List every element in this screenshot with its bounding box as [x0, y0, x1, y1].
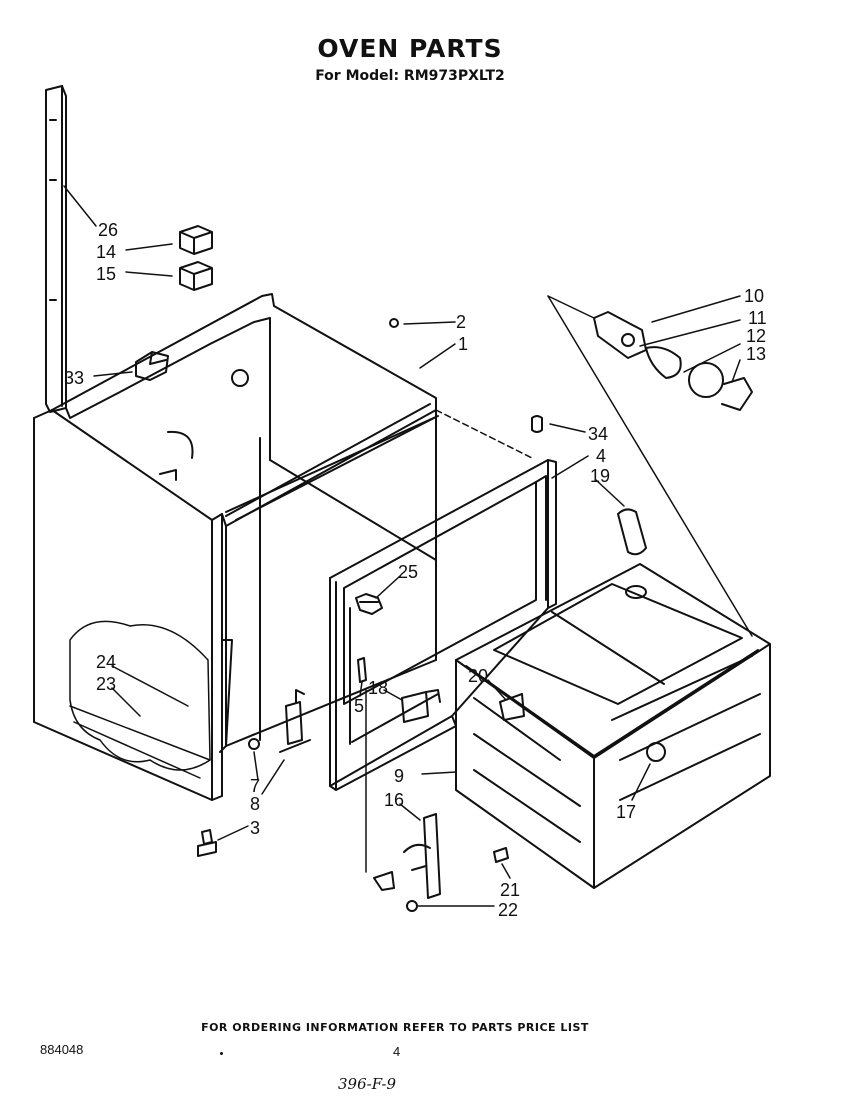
- callout-17: 17: [616, 802, 636, 822]
- callout-12: 12: [746, 326, 766, 346]
- handwritten-code: 396-F-9: [338, 1075, 397, 1093]
- callout-16: 16: [384, 790, 404, 810]
- callout-20: 20: [468, 666, 488, 686]
- document-number: 884048: [40, 1042, 84, 1057]
- rail-part-26: [45, 85, 67, 413]
- screw-part-21: [493, 847, 509, 863]
- screw-part-2: [389, 318, 399, 328]
- callout-14: 14: [96, 242, 116, 262]
- callout-34: 34: [588, 424, 608, 444]
- callout-19: 19: [590, 466, 610, 486]
- callout-labels: 26 14 15 33 10 11 12 13 2 1 34 4 19 25 2…: [64, 220, 767, 920]
- callout-11: 11: [748, 308, 767, 328]
- screw-part-3: [197, 829, 217, 857]
- callout-9: 9: [394, 766, 404, 786]
- block-part-15: [179, 261, 213, 291]
- oven-liner: [455, 563, 771, 889]
- callout-22: 22: [498, 900, 518, 920]
- callout-25: 25: [398, 562, 418, 582]
- callout-10: 10: [744, 286, 764, 306]
- model-subtitle: For Model: RM973PXLT2: [315, 68, 505, 84]
- callout-13: 13: [746, 344, 766, 364]
- leader-lines: [63, 185, 753, 907]
- light-assembly: [593, 311, 753, 411]
- dot-mark: [220, 1052, 223, 1055]
- callout-21: 21: [500, 880, 520, 900]
- nut-part-7: [248, 738, 260, 750]
- callout-23: 23: [96, 674, 116, 694]
- cap-part-34: [531, 415, 543, 433]
- ordering-info-note: FOR ORDERING INFORMATION REFER TO PARTS …: [201, 1021, 589, 1034]
- callout-1: 1: [458, 334, 468, 354]
- callout-3: 3: [250, 818, 260, 838]
- block-part-14: [179, 225, 213, 255]
- page-title: OVEN PARTS: [317, 34, 503, 63]
- callout-2: 2: [456, 312, 466, 332]
- pin-part-5: [357, 657, 367, 683]
- callout-5: 5: [354, 696, 364, 716]
- callout-15: 15: [96, 264, 116, 284]
- bracket-part-18: [401, 689, 441, 723]
- callout-26: 26: [98, 220, 118, 240]
- callout-18: 18: [368, 678, 388, 698]
- hinge-part-16: [373, 813, 441, 899]
- callout-24: 24: [96, 652, 116, 672]
- callout-4: 4: [596, 446, 606, 466]
- callout-8: 8: [250, 794, 260, 814]
- callout-33: 33: [64, 368, 84, 388]
- washer-part-22: [406, 900, 418, 912]
- lens-part-19: [617, 508, 647, 556]
- cabinet-body: [33, 293, 439, 801]
- page-number: 4: [393, 1044, 401, 1059]
- light-opening: [625, 585, 647, 599]
- bracket-part-7-8: [279, 689, 311, 753]
- callout-7: 7: [250, 776, 260, 796]
- holder-part-25: [355, 593, 383, 615]
